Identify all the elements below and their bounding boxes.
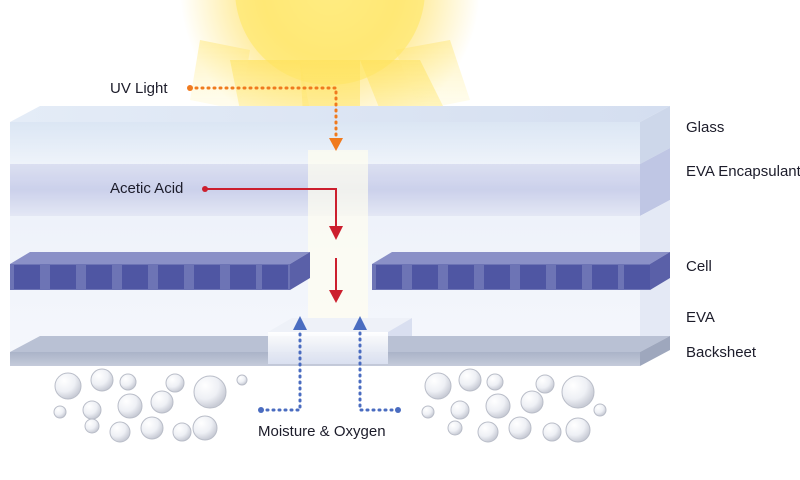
cell-row-right (372, 252, 670, 290)
acetic-acid-arrow-lower (329, 258, 343, 303)
light-channel (308, 150, 368, 350)
glass-label: Glass (686, 119, 725, 136)
cell-label: Cell (686, 258, 712, 275)
eva-label: EVA (686, 309, 715, 326)
backsheet-label: Backsheet (686, 344, 757, 361)
cell-row-left (10, 252, 310, 290)
acetic-acid-arrow (202, 186, 343, 240)
moisture-bubbles (53, 368, 607, 443)
uv-light-label: UV Light (110, 80, 168, 97)
glass-layer (10, 106, 670, 164)
moisture-oxygen-label: Moisture & Oxygen (258, 423, 386, 440)
eva-encapsulant-label: EVA Encapsulant (686, 163, 800, 180)
uv-light-arrow (187, 85, 343, 151)
damage-region-base (268, 336, 388, 364)
acetic-acid-label: Acetic Acid (110, 180, 184, 197)
moisture-oxygen-arrows (258, 316, 401, 413)
